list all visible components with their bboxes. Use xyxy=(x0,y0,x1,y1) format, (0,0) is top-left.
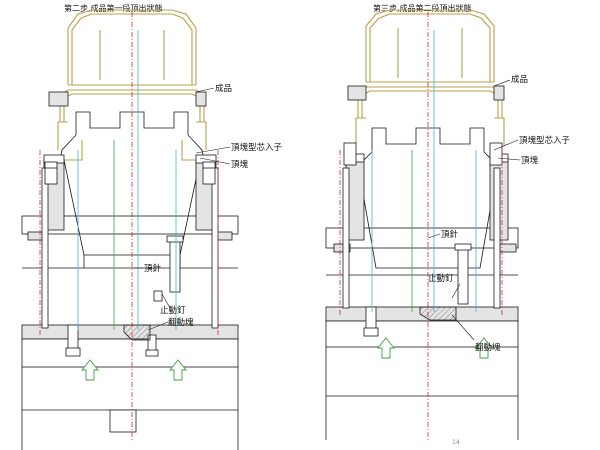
left-label-product: 成品 xyxy=(215,83,232,94)
right-rod-head-2 xyxy=(489,142,503,166)
left-rod-1 xyxy=(41,167,49,329)
left-label-slide-block: 翻動塊 xyxy=(168,317,194,328)
left-bottom-block xyxy=(109,409,137,433)
right-bolt-a-head xyxy=(363,327,379,337)
right-product-outline xyxy=(355,9,505,146)
left-rod-head-1 xyxy=(44,161,58,185)
right-stop-pin xyxy=(457,247,469,305)
right-rod-head-1 xyxy=(343,142,357,166)
right-label-insert: 頂塊型芯入子 xyxy=(519,135,571,146)
left-stop-nut xyxy=(153,290,163,302)
left-stop-pin-head xyxy=(166,235,184,243)
right-label-product: 成品 xyxy=(511,74,528,85)
left-side-stub-right xyxy=(195,91,207,107)
left-slide-block xyxy=(123,324,151,341)
right-stop-pin-head xyxy=(454,243,472,251)
left-bolt-a-head xyxy=(65,347,81,357)
right-panel: 第三步,成品第二段頂出狀態 xyxy=(325,3,571,446)
left-stop-pin xyxy=(169,239,181,293)
left-label-insert: 頂塊型芯入子 xyxy=(231,142,283,153)
left-label-ejector-pin: 頂針 xyxy=(144,263,162,274)
right-upper-plate xyxy=(325,227,519,249)
left-rod-head-2 xyxy=(202,161,216,185)
right-label-block: 頂塊 xyxy=(521,155,539,166)
right-label-ejector-pin: 頂針 xyxy=(441,229,459,240)
right-side-stub-right xyxy=(493,85,505,101)
left-rod-2 xyxy=(211,167,219,329)
left-panel: 第二步,成品第一段顶出狀態 xyxy=(21,3,283,450)
right-rod-1 xyxy=(342,167,350,309)
left-upper-plate xyxy=(21,215,239,235)
left-label-block: 頂塊 xyxy=(231,159,249,170)
page-number: 14 xyxy=(452,439,460,446)
right-foot-left xyxy=(333,243,351,253)
right-rod-2 xyxy=(493,167,501,309)
left-label-stop-pin: 止動釘 xyxy=(160,305,186,316)
right-title: 第三步,成品第二段頂出狀態 xyxy=(373,3,472,13)
left-ejector-base xyxy=(21,338,239,368)
right-label-slide-block: 翻動塊 xyxy=(475,342,501,353)
right-side-stub-left xyxy=(347,85,367,101)
left-side-stub-left xyxy=(48,91,69,107)
right-slide-block xyxy=(419,306,457,321)
left-bolt-b-head xyxy=(145,349,159,357)
right-label-stop-pin: 止動釘 xyxy=(428,273,454,284)
left-title: 第二步,成品第一段顶出狀態 xyxy=(64,3,163,13)
